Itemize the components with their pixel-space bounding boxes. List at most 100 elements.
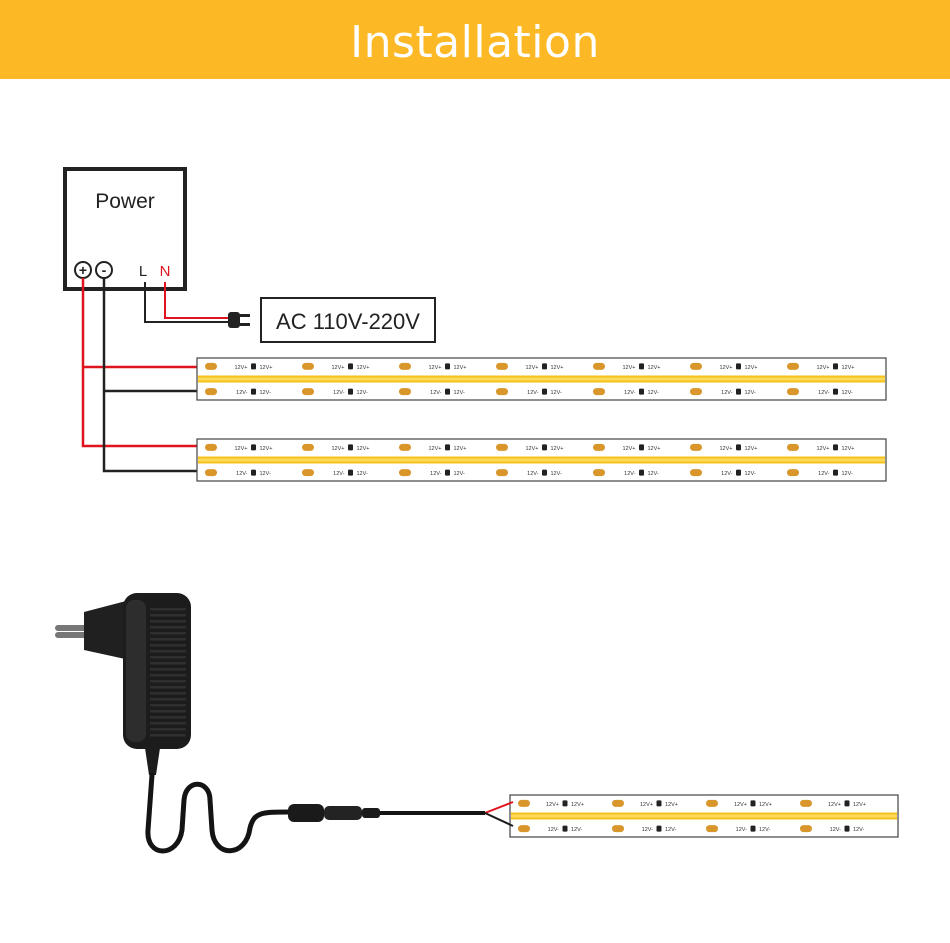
cut-mark	[251, 363, 256, 370]
cut-mark	[445, 388, 450, 395]
solder-pad	[690, 469, 702, 477]
cut-mark	[736, 388, 741, 395]
strip-marking: 12V+	[551, 446, 564, 452]
cut-mark	[348, 388, 353, 395]
solder-pad	[302, 388, 314, 396]
led-strips: 12V+ 12V+ 12V- 12V- 12V+ 12V+ 12V- 12V- 12V+ 12V+…	[196, 357, 899, 838]
strip-marking: 12V+	[429, 365, 442, 371]
strip-marking: 12V-	[648, 390, 659, 396]
cut-mark	[833, 363, 838, 370]
solder-pad	[800, 799, 812, 807]
solder-pad	[399, 362, 411, 370]
cut-mark	[542, 388, 547, 395]
solder-pad	[399, 388, 411, 396]
strip-marking: 12V+	[720, 365, 733, 371]
cut-mark	[750, 825, 756, 832]
cut-mark	[833, 388, 838, 395]
cut-mark	[736, 469, 741, 476]
led-strip-3: 12V+12V+12V-12V-12V+12V+12V-12V-12V+12V+…	[509, 794, 899, 838]
power-supply-box: Power + - L N	[63, 167, 187, 291]
cut-mark	[639, 388, 644, 395]
cut-mark	[656, 800, 662, 807]
cut-mark	[445, 444, 450, 451]
cut-mark	[251, 469, 256, 476]
strip-marking: 12V+	[357, 446, 370, 452]
strip-marking: 12V-	[818, 390, 829, 396]
cut-mark	[348, 469, 353, 476]
strip-marking: 12V-	[842, 390, 853, 396]
power-adapter-icon	[55, 593, 191, 775]
strip-marking: 12V+	[640, 802, 653, 808]
adapter-cable	[145, 772, 293, 854]
solder-pad	[690, 388, 702, 396]
strip-marking: 12V-	[830, 827, 841, 833]
strip-marking: 12V+	[842, 365, 855, 371]
strip-marking: 12V+	[546, 802, 559, 808]
solder-pad	[800, 825, 812, 833]
power-plug-icon	[228, 312, 250, 328]
strip-marking: 12V-	[551, 471, 562, 477]
solder-pad	[496, 443, 508, 451]
strip-marking: 12V-	[745, 390, 756, 396]
cut-mark	[736, 444, 741, 451]
strip-marking: 12V+	[759, 802, 772, 808]
strip-marking: 12V-	[260, 471, 271, 477]
solder-pad	[706, 825, 718, 833]
strip-marking: 12V+	[571, 802, 584, 808]
strip-marking: 12V-	[551, 390, 562, 396]
solder-pad	[690, 362, 702, 370]
strip-marking: 12V+	[853, 802, 866, 808]
strip-marking: 12V+	[551, 365, 564, 371]
strip-marking: 12V+	[842, 446, 855, 452]
mains-label-box	[260, 297, 436, 343]
strip-marking: 12V-	[527, 390, 538, 396]
strip-marking: 12V-	[260, 390, 271, 396]
strip-marking: 12V-	[642, 827, 653, 833]
strip-marking: 12V-	[665, 827, 676, 833]
solder-pad	[612, 825, 624, 833]
cut-mark	[844, 825, 850, 832]
solder-pad	[612, 799, 624, 807]
strip-marking: 12V-	[721, 390, 732, 396]
strip-marking: 12V+	[454, 365, 467, 371]
cut-mark	[445, 363, 450, 370]
strip-marking: 12V-	[648, 471, 659, 477]
mains-label: AC 110V-220V	[276, 309, 420, 334]
solder-pad	[302, 469, 314, 477]
strip-marking: 12V+	[332, 365, 345, 371]
strip-marking: 12V-	[430, 471, 441, 477]
solder-pad	[302, 362, 314, 370]
strip-marking: 12V+	[235, 365, 248, 371]
adapter-wire-split	[484, 801, 514, 827]
strip-marking: 12V-	[357, 471, 368, 477]
cut-mark	[562, 825, 568, 832]
solder-pad	[787, 362, 799, 370]
cut-mark	[251, 444, 256, 451]
solder-pad	[205, 469, 217, 477]
strip-marking: 12V+	[720, 446, 733, 452]
power-label: Power	[95, 190, 155, 213]
strip-marking: 12V-	[527, 471, 538, 477]
strip-marking: 12V-	[624, 471, 635, 477]
strip-marking: 12V-	[818, 471, 829, 477]
cut-mark	[750, 800, 756, 807]
strip-marking: 12V+	[745, 365, 758, 371]
solder-pad	[496, 362, 508, 370]
strip-marking: 12V+	[817, 446, 830, 452]
cut-mark	[542, 363, 547, 370]
cut-mark	[833, 444, 838, 451]
strip-marking: 12V-	[721, 471, 732, 477]
strip-marking: 12V-	[624, 390, 635, 396]
strip-marking: 12V-	[736, 827, 747, 833]
strip-marking: 12V-	[759, 827, 770, 833]
solder-pad	[399, 469, 411, 477]
strip-marking: 12V-	[333, 390, 344, 396]
strip-marking: 12V+	[526, 365, 539, 371]
solder-pad	[706, 799, 718, 807]
cut-mark	[251, 388, 256, 395]
cut-mark	[656, 825, 662, 832]
strip-marking: 12V-	[853, 827, 864, 833]
strip-marking: 12V+	[623, 365, 636, 371]
solder-pad	[787, 469, 799, 477]
led-strip-1: 12V+ 12V+ 12V- 12V- 12V+ 12V+ 12V- 12V- 12V+ 12V+…	[196, 357, 887, 401]
